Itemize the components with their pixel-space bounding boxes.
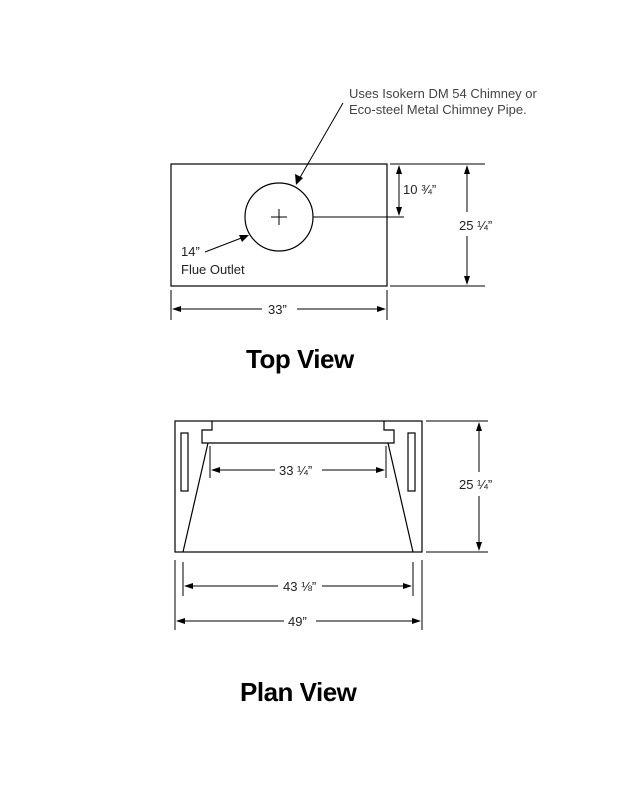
offset-dim-arrow-bottom	[396, 207, 402, 216]
mid-dim-arrow-right	[403, 583, 412, 589]
plan-view-diagram: 33 ¼” 25 ¼” 43 ⅛” 49” Plan View	[174, 420, 492, 707]
depth-dim-arrow-top	[464, 165, 470, 174]
top-view-title: Top View	[246, 344, 355, 374]
inner-dim-arrow-right	[376, 467, 385, 473]
chimney-note-line1: Uses Isokern DM 54 Chimney or	[349, 86, 538, 101]
plan-view-title: Plan View	[240, 677, 358, 707]
depth-dim-arrow-bottom	[464, 276, 470, 285]
flue-size-label: 14”	[181, 244, 200, 259]
right-firebox-wall	[387, 442, 414, 553]
plan-depth-dim-label: 25 ¼”	[459, 477, 492, 492]
flue-label-arrowhead	[239, 235, 249, 242]
top-view-diagram: Uses Isokern DM 54 Chimney or Eco-steel …	[170, 86, 538, 374]
plan-depth-arrow-bottom	[476, 542, 482, 551]
width-dim-arrow-right	[377, 306, 386, 312]
top-view-outline	[170, 163, 388, 287]
chimney-note-arrowhead	[295, 174, 303, 185]
offset-dim-label: 10 ¾”	[403, 182, 436, 197]
overall-dim-arrow-left	[176, 618, 185, 624]
right-side-slot	[407, 432, 416, 492]
mid-dim-arrow-left	[184, 583, 193, 589]
chimney-note-line2: Eco-steel Metal Chimney Pipe.	[349, 102, 527, 117]
plan-lintel-profile	[201, 421, 395, 444]
width-dim-arrow-left	[172, 306, 181, 312]
plan-mid-dim-label: 43 ⅛”	[283, 579, 316, 594]
flue-label-leader	[204, 236, 245, 253]
plan-overall-dim-label: 49”	[288, 614, 307, 629]
chimney-note-leader	[297, 102, 344, 182]
inner-dim-arrow-left	[211, 467, 220, 473]
overall-dim-arrow-right	[412, 618, 421, 624]
plan-view-outline	[174, 420, 423, 553]
top-width-dim-label: 33”	[268, 302, 287, 317]
plan-depth-arrow-top	[476, 422, 482, 431]
offset-dim-arrow-top	[396, 165, 402, 174]
left-side-slot	[180, 432, 189, 492]
left-firebox-wall	[182, 442, 209, 553]
plan-inner-dim-label: 33 ¼”	[279, 463, 312, 478]
top-depth-dim-label: 25 ¼”	[459, 218, 492, 233]
flue-outlet-label: Flue Outlet	[181, 262, 245, 277]
